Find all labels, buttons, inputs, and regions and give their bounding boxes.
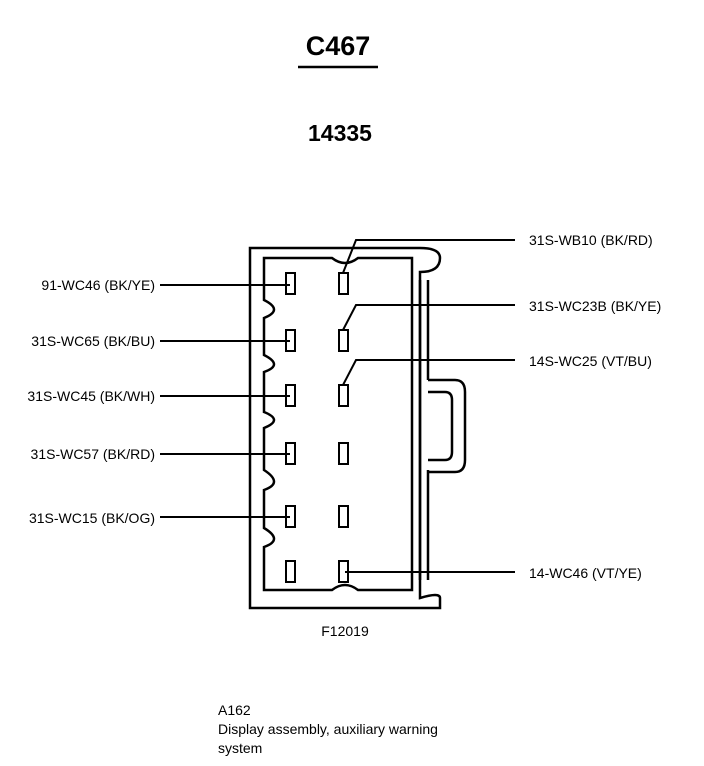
right-leader-3 <box>342 359 515 386</box>
component-description-line-1: Display assembly, auxiliary warning <box>218 721 438 737</box>
left-leaders <box>160 284 290 518</box>
wire-label-right-1: 31S-WB10 (BK/RD) <box>529 232 653 248</box>
wire-label-right-4: 14-WC46 (VT/YE) <box>529 565 642 581</box>
right-leader-2 <box>342 304 515 331</box>
pin-r1 <box>338 272 349 295</box>
connector-body <box>248 246 467 610</box>
right-leader-1 <box>342 239 515 274</box>
right-leaders <box>342 239 515 573</box>
pin-r3 <box>338 384 349 407</box>
connector-id: C467 <box>306 31 371 61</box>
wire-label-left-1: 91-WC46 (BK/YE) <box>41 277 155 293</box>
figure-code: F12019 <box>321 623 369 639</box>
component-description-line-2: system <box>218 740 263 756</box>
pin-grid <box>285 272 349 583</box>
wire-label-right-3: 14S-WC25 (VT/BU) <box>529 353 652 369</box>
wire-label-right-2: 31S-WC23B (BK/YE) <box>529 298 661 314</box>
wire-label-left-5: 31S-WC15 (BK/OG) <box>29 510 155 526</box>
wire-label-left-3: 31S-WC45 (BK/WH) <box>27 388 155 404</box>
pin-l1 <box>285 272 296 295</box>
wire-label-left-4: 31S-WC57 (BK/RD) <box>31 446 155 462</box>
pin-r5 <box>338 505 349 528</box>
pin-r2 <box>338 329 349 352</box>
part-number: 14335 <box>308 120 372 146</box>
wire-label-left-2: 31S-WC65 (BK/BU) <box>31 333 155 349</box>
component-caption: A162 Display assembly, auxiliary warning… <box>218 701 518 758</box>
pin-l6 <box>285 560 296 583</box>
component-code: A162 <box>218 702 251 718</box>
pin-r4 <box>338 442 349 465</box>
